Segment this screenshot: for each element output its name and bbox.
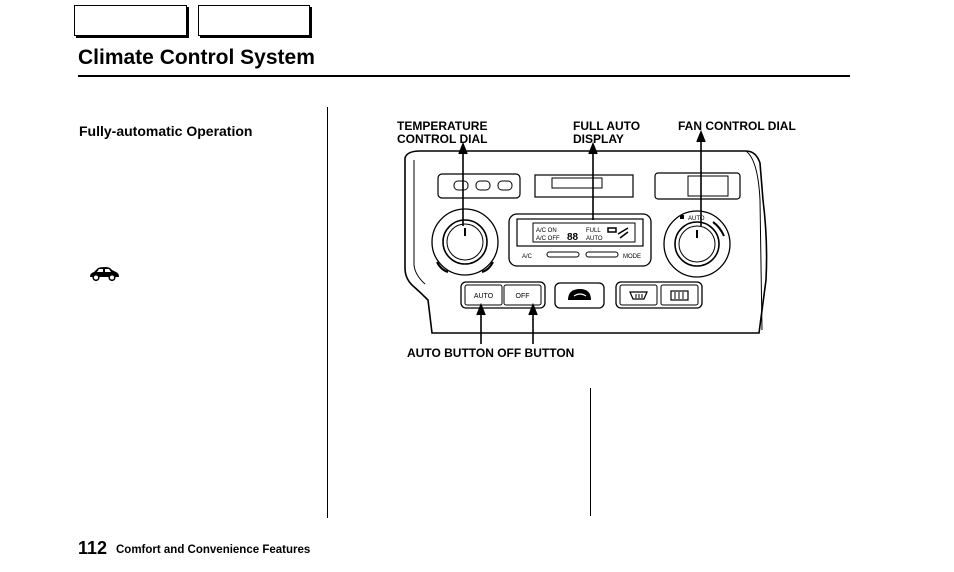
auto-label: AUTO [586, 236, 603, 242]
digit-display: 88 [567, 232, 579, 243]
full-auto-display: A/C ON A/C OFF 88 FULL AUTO A/C MODE [508, 213, 652, 267]
callout-auto-off-buttons: AUTO BUTTON OFF BUTTON [407, 346, 575, 360]
column-divider-right [590, 388, 591, 516]
title-rule [78, 75, 850, 77]
fan-auto-label: AUTO [688, 216, 705, 222]
auto-button-label: AUTO [474, 293, 494, 300]
callout-full-auto-display: FULL AUTO DISPLAY [573, 119, 641, 146]
page-title: Climate Control System [78, 46, 315, 69]
defrost-button-group [615, 281, 703, 309]
full-label: FULL [586, 228, 601, 234]
mode-button[interactable] [585, 251, 619, 258]
rear-defrost-button[interactable] [660, 284, 699, 306]
front-defrost-button[interactable] [619, 284, 658, 306]
ac-button-label: A/C [522, 254, 533, 260]
top-vent-row [437, 172, 741, 200]
recirculation-button[interactable] [554, 282, 605, 309]
ac-button[interactable] [546, 251, 580, 258]
column-divider [327, 107, 328, 518]
ac-off-label: A/C OFF [536, 236, 560, 242]
page-number: 112 [78, 538, 108, 558]
off-button-label: OFF [516, 293, 530, 300]
climate-panel-diagram: A/C ON A/C OFF 88 FULL AUTO A/C MODE AUT… [404, 129, 768, 344]
mode-button-label: MODE [623, 254, 641, 260]
fan-dial[interactable]: AUTO [663, 210, 731, 278]
off-button[interactable] [503, 284, 542, 306]
temperature-dial[interactable] [431, 208, 499, 276]
section-heading: Fully-automatic Operation [79, 123, 253, 139]
vent-mode-icon [607, 227, 629, 239]
auto-button[interactable] [464, 284, 503, 306]
footer-section-title: Comfort and Convenience Features [116, 544, 311, 556]
callout-fan-dial: FAN CONTROL DIAL [678, 119, 796, 133]
auto-off-button-group: AUTO OFF [460, 281, 546, 309]
ac-on-label: A/C ON [536, 228, 557, 234]
nav-tab-2[interactable] [198, 5, 310, 36]
callout-temperature-dial: TEMPERATURE CONTROL DIAL [397, 119, 488, 146]
callout-leaders [458, 129, 706, 344]
nav-tab-1[interactable] [74, 5, 187, 36]
car-icon [90, 267, 119, 281]
